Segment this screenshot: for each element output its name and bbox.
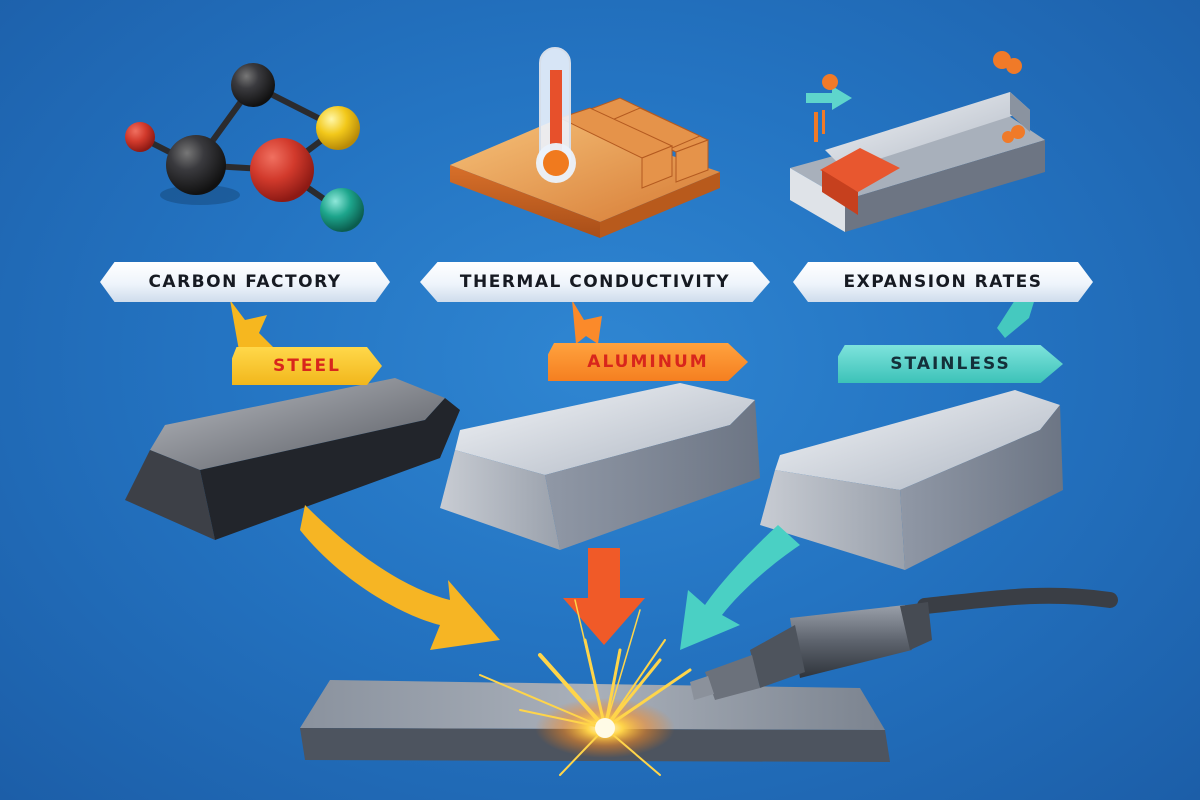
material-tag-steel: STEEL <box>232 347 382 385</box>
banner-label: CARBON FACTORY <box>148 272 342 292</box>
banner-expansion-rates: EXPANSION RATES <box>793 262 1093 302</box>
aluminum-arrow <box>563 300 645 645</box>
aluminum-ingot <box>440 383 760 550</box>
material-tag-aluminum: ALUMINUM <box>548 343 748 381</box>
weld-sparks <box>479 599 692 776</box>
banner-thermal-conductivity: THERMAL CONDUCTIVITY <box>420 262 770 302</box>
molecule-icon <box>125 63 364 232</box>
material-label: STAINLESS <box>890 354 1011 374</box>
thermometer-heatsink-icon <box>450 47 720 238</box>
stainless-ingot <box>760 390 1063 570</box>
banner-label: THERMAL CONDUCTIVITY <box>459 272 731 292</box>
material-label: ALUMINUM <box>587 352 709 372</box>
steel-ingot <box>125 378 460 540</box>
banner-label: EXPANSION RATES <box>843 272 1043 292</box>
expanding-bar-icon <box>790 51 1045 232</box>
stainless-arrow <box>680 292 1037 650</box>
material-tag-stainless: STAINLESS <box>838 345 1063 383</box>
welding-torch-icon <box>690 587 1118 700</box>
material-label: STEEL <box>273 356 341 376</box>
banner-carbon-factory: CARBON FACTORY <box>100 262 390 302</box>
